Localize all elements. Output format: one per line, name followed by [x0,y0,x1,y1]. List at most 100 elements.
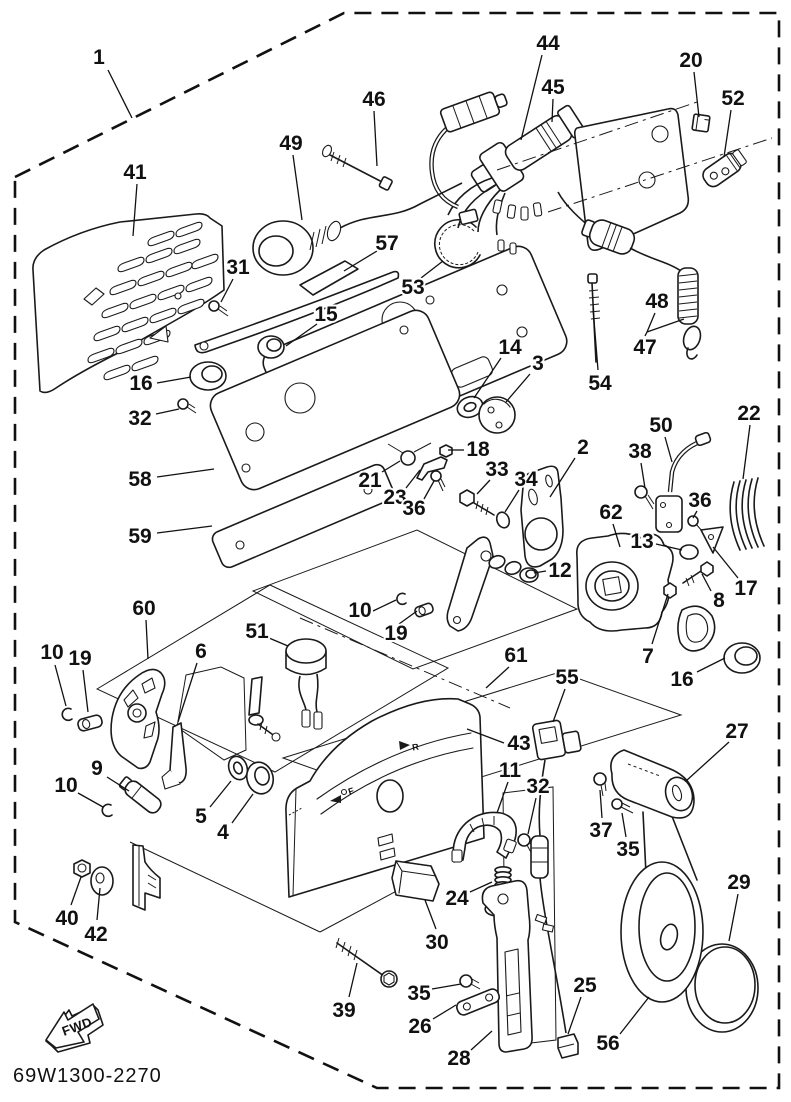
fwd-arrow-face [45,1003,100,1049]
callout-25: 25 [573,974,597,997]
leader-line-61 [485,666,510,689]
leader-line-56 [619,996,650,1035]
part-bracket2-group [387,395,564,632]
callout-56: 56 [596,1032,619,1055]
screw-37 [593,772,607,797]
leader-line-6 [177,662,198,723]
leader-line-55 [552,688,566,723]
grommet-16-right-inner [734,646,758,666]
callout-4: 4 [217,821,229,844]
leader-line-16 [156,376,192,384]
bolt-8 [682,561,714,587]
bracket-strap-hole [199,341,209,351]
control-lever-56 [620,805,704,1003]
leader-line-13 [655,543,683,551]
part-bottom-left-group: FWD [45,844,398,1053]
side-cover-diamond-hole [83,287,105,306]
screw-35-bottom [459,974,481,990]
link-28 [481,879,533,1053]
leader-line-25 [567,996,582,1035]
cover-11 [451,811,517,863]
leader-line-31 [220,278,234,303]
leader-line-48 [646,312,656,333]
callout-26: 26 [408,1015,431,1038]
front-panel-hole-b [245,422,265,442]
lanyard-cap-47 [581,219,636,255]
callout-17: 17 [734,577,757,600]
e-clip-10-left [61,707,73,722]
callout-12: 12 [548,559,571,582]
pad-57 [299,260,359,296]
inner-housing-boss-2 [425,295,435,305]
part-code: 69W1300-2270 [13,1065,162,1087]
leader-line-14 [473,357,502,399]
callout-10: 10 [348,599,371,622]
callout-22: 22 [737,402,760,425]
housing-61 [285,697,485,898]
leader-line-34 [504,489,520,513]
callout-48: 48 [645,290,669,313]
callout-35: 35 [407,982,431,1005]
callout-31: 31 [226,256,250,279]
grommet-16-left-inner [201,365,223,383]
leader-line-60 [145,619,149,660]
callout-42: 42 [84,923,107,946]
callout-21: 21 [358,469,382,492]
washer-42-hole [95,872,105,884]
retainer-ring-53 [434,208,481,269]
housing-foot [132,844,161,911]
leader-line-2 [549,457,576,498]
leader-line-41 [132,183,138,237]
connector-25 [557,1033,579,1059]
leader-line-35 [431,983,462,990]
callout-5: 5 [195,805,207,828]
callout-3: 3 [532,352,544,375]
harness-terminals [492,199,543,255]
callout-62: 62 [599,501,622,524]
callout-47: 47 [633,336,656,359]
knob-51 [285,638,327,730]
leader-line-20 [693,71,700,118]
callout-50: 50 [649,414,672,437]
harness-wire-1 [447,177,493,216]
band-arrow-right [399,741,410,750]
leader-line-59 [156,525,213,534]
callout-32: 32 [128,407,151,430]
leader-line-53 [420,260,444,279]
callout-41: 41 [123,161,147,184]
leader-line-62 [612,523,621,548]
construction-lines [95,529,683,1047]
group-box-shift-lever [95,584,450,773]
lower-strip-hole-a [235,540,245,550]
leader-line-33 [476,479,491,495]
lever-6-region [176,666,247,761]
lanyard-cord [629,247,682,272]
callout-45: 45 [541,76,565,99]
quadrant-cam-60 [110,668,166,770]
leader-line-45 [551,98,554,123]
plate-26 [455,988,501,1016]
throttle-cable-50 [655,431,712,533]
cap-13 [679,544,699,560]
nut-40-hole [77,863,87,873]
leader-line-50 [664,436,673,463]
leader-line-46 [373,110,378,167]
callout-32: 32 [526,775,549,798]
housing-marking-r: R [411,741,420,752]
screw-36-left [430,470,446,492]
callout-55: 55 [555,666,579,689]
callout-59: 59 [128,525,151,548]
callout-43: 43 [507,732,530,755]
leader-line-35 [621,812,627,838]
leader-line-52 [723,109,732,158]
leader-line-15 [285,323,318,347]
callout-34: 34 [514,468,538,491]
leader-line-39 [348,962,358,998]
callout-57: 57 [375,232,398,255]
leader-line-10 [372,599,397,612]
callout-7: 7 [642,645,654,668]
group-line-bottom-left-a [129,841,321,933]
leader-line-4 [231,793,254,824]
leader-line-27 [685,741,730,782]
leader-line-40 [70,876,82,906]
